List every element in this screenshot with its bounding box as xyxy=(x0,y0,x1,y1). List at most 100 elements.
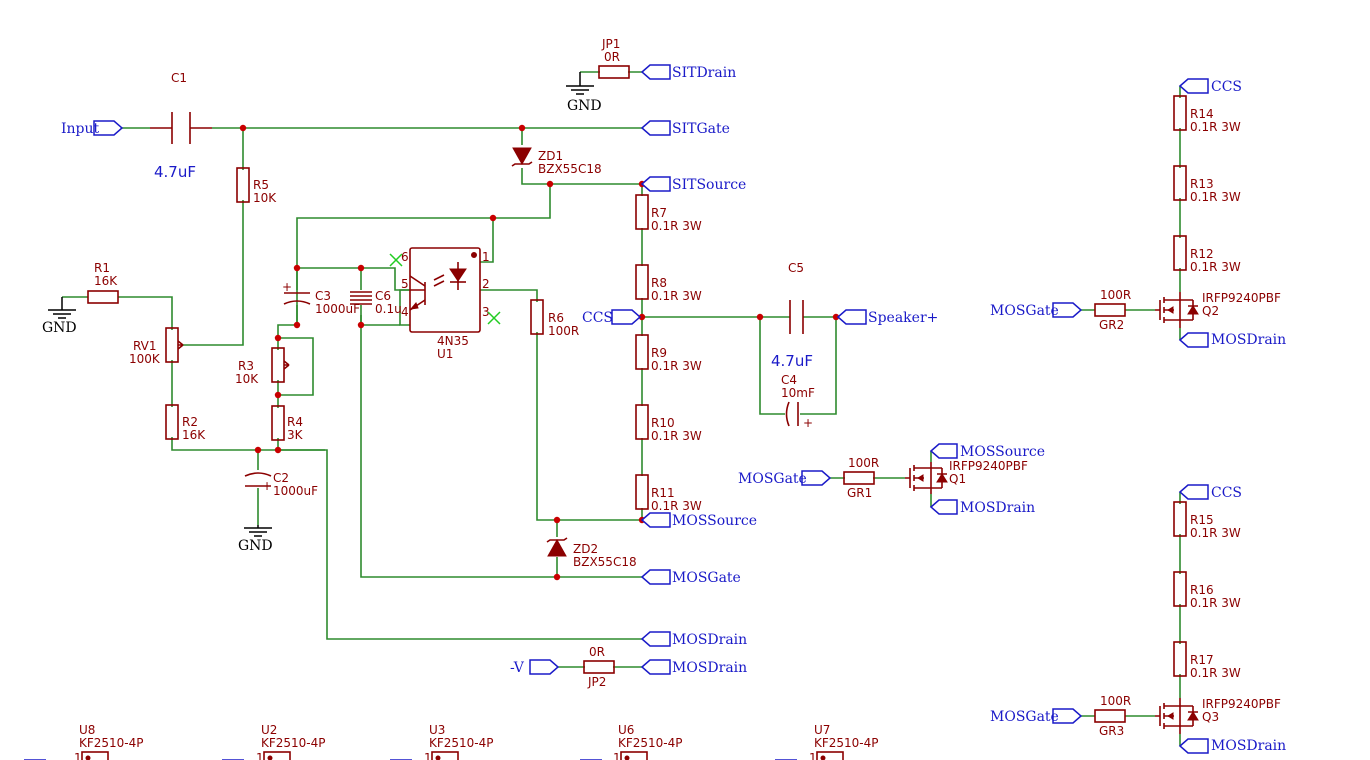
netlabel-mosdrain-jp2[interactable]: MOSDrain xyxy=(640,659,747,676)
netlabel-mosdrain-main[interactable]: MOSDrain xyxy=(640,631,747,648)
capacitor-c5[interactable]: C5 4.7uF xyxy=(771,261,813,370)
jumper-jp2[interactable]: 0R JP2 xyxy=(583,645,615,689)
u6-pin1: 1 xyxy=(613,751,621,760)
gr3-value: 100R xyxy=(1100,694,1131,708)
mosfet-q1[interactable]: IRFP9240PBF Q1 xyxy=(905,459,1028,494)
resistor-r2[interactable]: R2 16K xyxy=(165,404,206,442)
potentiometer-r3[interactable]: R3 10K xyxy=(235,347,290,386)
mosfet-q2[interactable]: IRFP9240PBF Q2 xyxy=(1155,291,1281,328)
optocoupler-u1[interactable]: 6 5 4 1 2 3 4N35 U1 xyxy=(401,247,490,361)
resistor-r1[interactable]: R1 16K xyxy=(87,261,119,304)
r16-value: 0.1R 3W xyxy=(1190,596,1241,610)
resistor-r10[interactable]: R10 0.1R 3W xyxy=(635,404,702,443)
resistor-r11[interactable]: R11 0.1R 3W xyxy=(635,474,702,513)
resistor-r12[interactable]: R12 0.1R 3W xyxy=(1173,235,1241,274)
resistor-r15[interactable]: R15 0.1R 3W xyxy=(1173,501,1241,540)
potentiometer-rv1[interactable]: RV1 100K xyxy=(129,327,184,366)
netlabel-ccs-main-text: CCS xyxy=(582,310,613,326)
zener-zd1[interactable]: ZD1 BZX55C18 xyxy=(511,147,602,176)
netlabel-mossource-main[interactable]: MOSSource xyxy=(640,512,757,529)
zener-zd2[interactable]: ZD2 BZX55C18 xyxy=(546,537,637,569)
capacitor-c3[interactable]: + C3 1000uF xyxy=(282,280,360,316)
netlabel-mosdrain-q2[interactable]: MOSDrain xyxy=(1178,332,1286,348)
netlabel-mosdrain-q1[interactable]: MOSDrain xyxy=(929,499,1035,516)
netlabel-sitdrain-text: SITDrain xyxy=(672,65,736,81)
u3-ref: U3 xyxy=(429,723,445,737)
u7-ref: U7 xyxy=(814,723,830,737)
c3-plus: + xyxy=(282,280,292,294)
gnd-label-bottom: GND xyxy=(238,538,273,554)
connector-u6[interactable]: U6 KF2510-4P 1 xyxy=(580,723,683,760)
c1-ref: C1 xyxy=(171,71,187,85)
resistor-r17[interactable]: R17 0.1R 3W xyxy=(1173,641,1241,680)
netlabel-sitgate-text: SITGate xyxy=(672,121,730,137)
netlabel-mossource-q1[interactable]: MOSSource xyxy=(929,443,1045,460)
resistor-r14[interactable]: R14 0.1R 3W xyxy=(1173,95,1241,134)
netlabel-negv[interactable]: -V xyxy=(510,659,560,676)
resistor-r8[interactable]: R8 0.1R 3W xyxy=(635,264,702,303)
r7-ref: R7 xyxy=(651,206,667,220)
netlabel-mosgate-q1[interactable]: MOSGate xyxy=(738,470,832,487)
netlabel-mosgate-q3[interactable]: MOSGate xyxy=(990,708,1083,725)
c6-ref: C6 xyxy=(375,289,391,303)
ground-symbol-top: GND xyxy=(566,72,602,114)
connector-u3[interactable]: U3 KF2510-4P 1 xyxy=(390,723,494,760)
gr2-ref: GR2 xyxy=(1099,318,1124,332)
capacitor-c4[interactable]: + C4 10mF xyxy=(781,373,815,430)
r14-ref: R14 xyxy=(1190,107,1214,121)
u8-ref: U8 xyxy=(79,723,95,737)
netlabel-mosgate-q1-text: MOSGate xyxy=(738,471,807,487)
connector-u2[interactable]: U2 KF2510-4P 1 xyxy=(222,723,326,760)
r11-ref: R11 xyxy=(651,486,675,500)
c2-plus: + xyxy=(262,479,272,493)
q3-value: IRFP9240PBF xyxy=(1202,697,1281,711)
capacitor-c1[interactable]: C1 4.7uF xyxy=(150,71,212,181)
resistor-r9[interactable]: R9 0.1R 3W xyxy=(635,334,702,373)
capacitor-c6[interactable]: C6 0.1u xyxy=(350,289,402,316)
u3-pin1: 1 xyxy=(424,751,432,760)
r3-ref: R3 xyxy=(238,359,254,373)
ground-symbol-left: GND xyxy=(42,297,77,336)
resistor-r16[interactable]: R16 0.1R 3W xyxy=(1173,571,1241,610)
resistor-r5[interactable]: R5 10K xyxy=(236,167,277,205)
resistor-gr2[interactable]: 100R GR2 xyxy=(1094,288,1131,332)
resistor-gr3[interactable]: 100R GR3 xyxy=(1094,694,1131,738)
netlabel-ccs-q2[interactable]: CCS xyxy=(1178,78,1242,95)
netlabel-mosdrain-q3[interactable]: MOSDrain xyxy=(1178,738,1286,754)
netlabel-input[interactable]: Input xyxy=(61,120,124,137)
u1-pin5: 5 xyxy=(401,277,409,291)
jp2-value: 0R xyxy=(589,645,605,659)
netlabel-speaker[interactable]: Speaker+ xyxy=(836,309,938,326)
r12-value: 0.1R 3W xyxy=(1190,260,1241,274)
capacitor-c2[interactable]: + C2 1000uF xyxy=(244,471,318,498)
netlabel-ccs-main[interactable]: CCS xyxy=(582,309,642,326)
no-connect-markers xyxy=(389,253,501,325)
netlabel-ccs-q2-text: CCS xyxy=(1211,79,1242,95)
netlabel-mossource-main-text: MOSSource xyxy=(672,513,757,529)
resistor-r7[interactable]: R7 0.1R 3W xyxy=(635,194,702,233)
rv1-ref: RV1 xyxy=(133,339,157,353)
netlabel-mosgate-q2[interactable]: MOSGate xyxy=(990,302,1083,319)
r10-value: 0.1R 3W xyxy=(651,429,702,443)
netlabel-ccs-q3[interactable]: CCS xyxy=(1178,484,1242,501)
resistor-r13[interactable]: R13 0.1R 3W xyxy=(1173,165,1241,204)
resistor-r6[interactable]: R6 100R xyxy=(530,299,579,338)
mosfet-q3[interactable]: IRFP9240PBF Q3 xyxy=(1155,697,1281,734)
u1-ref: U1 xyxy=(437,347,453,361)
netlabel-mosgate-main[interactable]: MOSGate xyxy=(640,569,741,586)
gr1-ref: GR1 xyxy=(847,486,872,500)
u8-value: KF2510-4P xyxy=(79,736,144,750)
c4-value: 10mF xyxy=(781,386,815,400)
u6-value: KF2510-4P xyxy=(618,736,683,750)
resistor-gr1[interactable]: 100R GR1 xyxy=(843,456,879,500)
netlabel-sitdrain[interactable]: SITDrain xyxy=(640,64,736,81)
jumper-jp1[interactable]: JP1 0R xyxy=(598,37,630,79)
c5-ref: C5 xyxy=(788,261,804,275)
netlabel-sitgate[interactable]: SITGate xyxy=(640,120,730,137)
netlabel-sitsource[interactable]: SITSource xyxy=(640,176,746,193)
connector-u7[interactable]: U7 KF2510-4P 1 xyxy=(775,723,879,760)
resistor-r4[interactable]: R4 3K xyxy=(271,405,304,442)
r8-ref: R8 xyxy=(651,276,667,290)
connector-u8[interactable]: U8 KF2510-4P 1 xyxy=(24,723,144,760)
